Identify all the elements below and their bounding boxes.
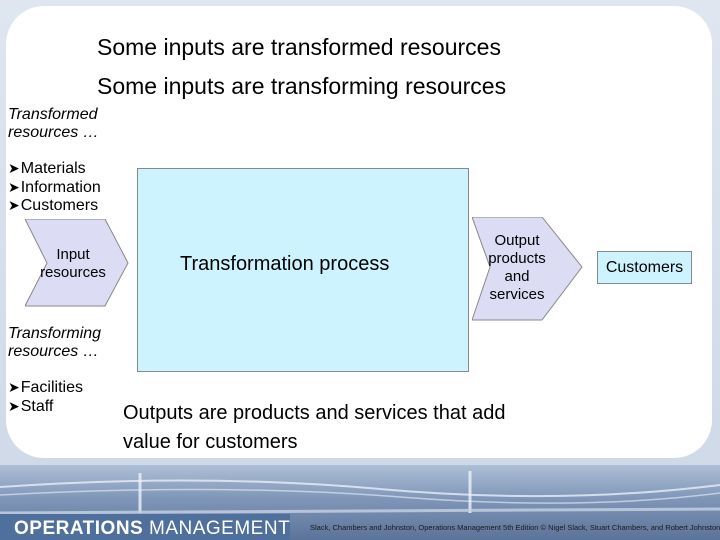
list-item: ➤Materials <box>8 160 101 179</box>
transforming-label-line-2: resources … <box>8 343 101 361</box>
copyright-note: Slack, Chambers and Johnston, Operations… <box>310 523 720 532</box>
headline-line-1: Some inputs are transformed resources <box>97 34 501 61</box>
arrow-bullet-icon: ➤ <box>8 180 20 196</box>
customers-box: Customers <box>597 251 692 284</box>
list-item: ➤Customers <box>8 197 101 216</box>
list-item: ➤Facilities <box>8 379 83 398</box>
transforming-list: ➤Facilities ➤Staff <box>8 379 83 416</box>
outputs-note: Outputs are products and services that a… <box>123 399 643 457</box>
brand-bold: OPERATIONS <box>14 518 143 539</box>
arrow-bullet-icon: ➤ <box>8 198 20 214</box>
transformation-process-label: Transformation process <box>180 253 389 276</box>
brand-light: MANAGEMENT <box>149 518 290 539</box>
input-arrow-label: Input resources <box>25 246 121 282</box>
transforming-label-line-1: Transforming <box>8 325 101 343</box>
transformed-label-line-1: Transformed <box>8 106 99 124</box>
transformed-label: Transformed resources … <box>8 106 99 142</box>
list-item: ➤Staff <box>8 398 83 417</box>
transformed-label-line-2: resources … <box>8 124 99 142</box>
output-arrow-label: Output products and services <box>474 232 560 304</box>
brand-logo: OPERATIONS MANAGEMENT <box>14 518 290 540</box>
arrow-bullet-icon: ➤ <box>8 399 20 415</box>
headline-line-2: Some inputs are transforming resources <box>97 73 506 100</box>
transforming-label: Transforming resources … <box>8 325 101 361</box>
list-item: ➤Information <box>8 179 101 198</box>
transformed-list: ➤Materials ➤Information ➤Customers <box>8 160 101 216</box>
arrow-bullet-icon: ➤ <box>8 380 20 396</box>
arrow-bullet-icon: ➤ <box>8 161 20 177</box>
